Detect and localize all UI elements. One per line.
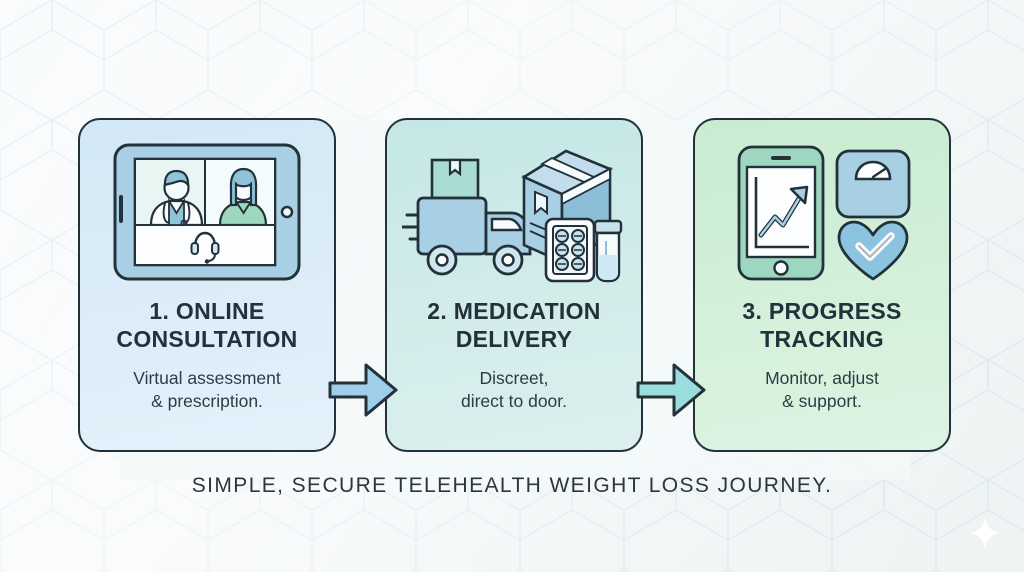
step-subtitle: Monitor, adjust & support.	[755, 367, 889, 413]
arrow-step2-to-step3	[636, 363, 706, 417]
step-card-online-consultation[interactable]: 1. ONLINE CONSULTATION Virtual assessmen…	[78, 118, 336, 452]
step-title: 1. ONLINE CONSULTATION	[106, 298, 307, 353]
delivery-truck-package-medication-icon	[387, 120, 641, 298]
footer-caption: SIMPLE, SECURE TELEHEALTH WEIGHT LOSS JO…	[191, 474, 833, 497]
phone-chart-scale-heart-icon	[695, 120, 949, 298]
arrow-step1-to-step2	[328, 363, 398, 417]
step-title: 3. PROGRESS TRACKING	[732, 298, 911, 353]
step-subtitle: Discreet, direct to door.	[451, 367, 577, 413]
step-title-line1: 2. MEDICATION	[427, 298, 601, 324]
step-title-line1: 1. ONLINE	[149, 298, 265, 324]
step-subtitle-line2: & support.	[782, 391, 862, 412]
step-title-line2: TRACKING	[760, 325, 884, 352]
steps-row: 1. ONLINE CONSULTATION Virtual assessmen…	[0, 118, 1024, 452]
four-point-sparkle-icon	[969, 517, 1001, 549]
step-subtitle-line2: & prescription.	[151, 391, 263, 412]
step-title: 2. MEDICATION DELIVERY	[417, 298, 610, 353]
step-subtitle-line1: Discreet,	[479, 368, 549, 389]
step-subtitle-line2: direct to door.	[460, 391, 568, 412]
step-card-medication-delivery[interactable]: 2. MEDICATION DELIVERY Discreet, direct …	[385, 118, 643, 452]
step-title-line2: DELIVERY	[455, 325, 573, 352]
step-subtitle-line1: Monitor, adjust	[765, 368, 879, 389]
step-subtitle-line1: Virtual assessment	[133, 368, 281, 389]
tablet-video-consultation-icon	[80, 120, 334, 298]
step-card-progress-tracking[interactable]: 3. PROGRESS TRACKING Monitor, adjust & s…	[693, 118, 951, 452]
step-title-line1: 3. PROGRESS	[742, 298, 902, 324]
step-subtitle: Virtual assessment & prescription.	[123, 367, 291, 413]
step-title-line2: CONSULTATION	[116, 325, 298, 352]
